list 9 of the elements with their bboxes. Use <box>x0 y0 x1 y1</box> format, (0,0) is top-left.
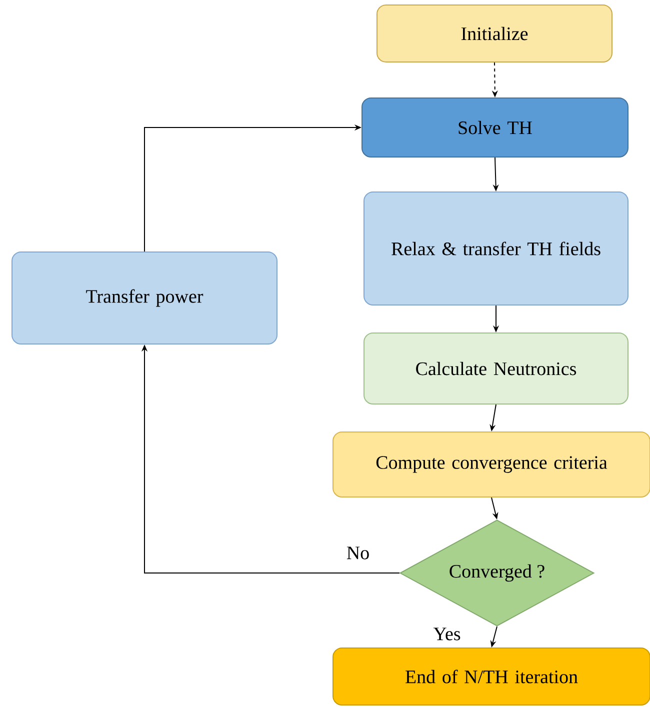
edge-label: No <box>345 546 371 560</box>
edge-label: Yes <box>432 626 462 642</box>
process-box: Initialize <box>376 4 612 62</box>
process-box: End of N/TH iteration <box>332 648 650 706</box>
process-box: Solve TH <box>362 98 628 158</box>
process-box: Transfer power <box>12 252 278 344</box>
process-box: Compute convergence criteria <box>332 432 650 498</box>
process-box: Relax & transfer TH fields <box>364 192 628 306</box>
process-box: Calculate Neutronics <box>364 332 628 404</box>
